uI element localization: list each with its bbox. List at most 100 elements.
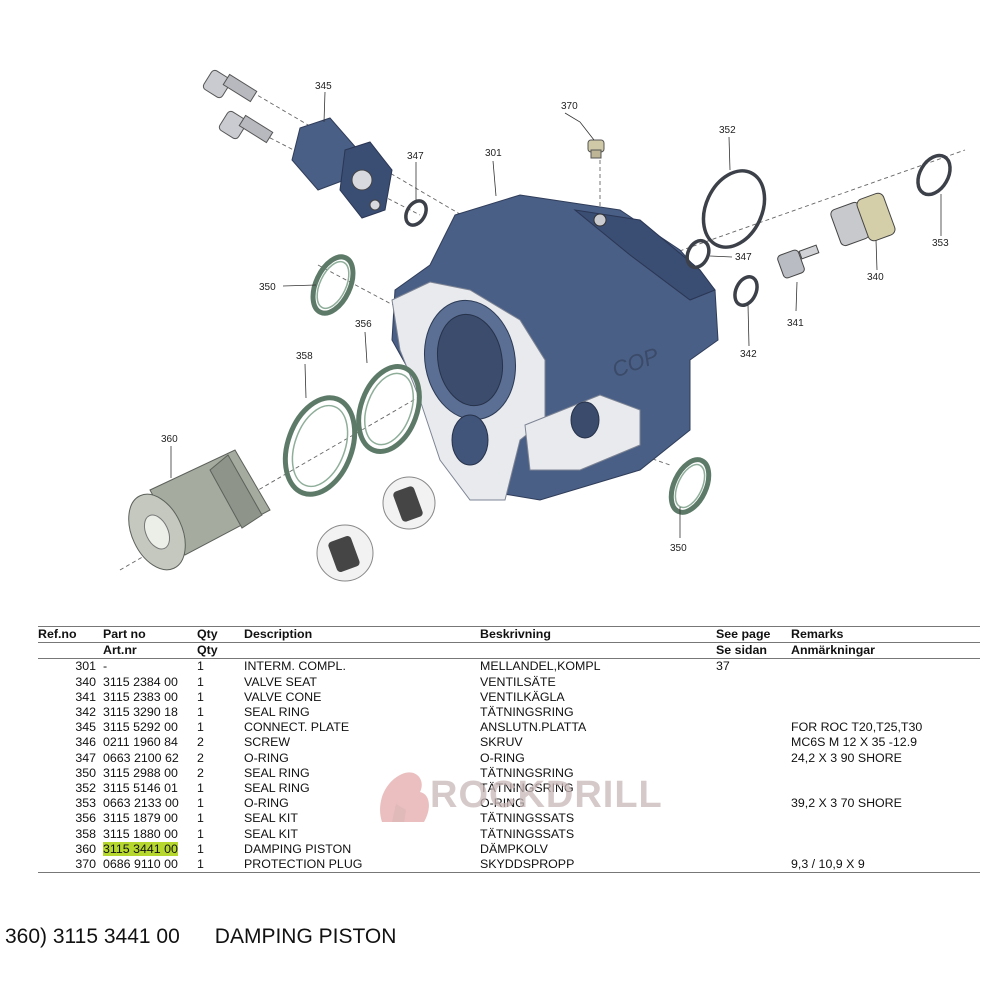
row-see-page bbox=[716, 690, 791, 705]
row-description: O-RING bbox=[244, 796, 289, 811]
header-se-sidan: Se sidan bbox=[716, 643, 767, 658]
row-qty: 1 bbox=[197, 720, 204, 735]
row-description: DAMPING PISTON bbox=[244, 841, 352, 856]
row-beskrivning: VENTILSÄTE bbox=[480, 674, 556, 689]
row-ref-no: 341 bbox=[75, 689, 96, 704]
watermark-lion-logo bbox=[380, 772, 429, 822]
callout-350: 350 bbox=[670, 543, 687, 554]
row-see-page bbox=[716, 720, 791, 735]
row-see-page bbox=[716, 751, 791, 766]
row-part-no: 3115 3441 00 bbox=[103, 841, 197, 857]
header-anmarkningar: Anmärkningar bbox=[791, 643, 875, 658]
row-see-page bbox=[716, 827, 791, 842]
callout-340: 340 bbox=[867, 272, 884, 283]
callout-347: 347 bbox=[735, 252, 752, 263]
o-ring-347-right bbox=[685, 238, 711, 270]
header-qty: Qty bbox=[197, 627, 218, 641]
row-remarks bbox=[791, 766, 980, 781]
header-part-no: Part no bbox=[103, 627, 146, 641]
row-description: SEAL KIT bbox=[244, 811, 298, 826]
row-remarks: 9,3 / 10,9 X 9 bbox=[791, 857, 865, 872]
callout-350: 350 bbox=[259, 282, 276, 293]
row-ref-no: 360 bbox=[75, 841, 96, 856]
row-part-no: 0211 1960 84 bbox=[103, 735, 178, 750]
row-beskrivning: TÄTNINGSRING bbox=[480, 705, 574, 720]
row-description: SEAL RING bbox=[244, 705, 310, 720]
selected-part-caption: 360) 3115 3441 00 DAMPING PISTON bbox=[5, 925, 397, 948]
row-part-no: - bbox=[103, 659, 108, 674]
seal-ring-350-lower bbox=[668, 457, 712, 515]
seal-ring-342 bbox=[733, 275, 759, 307]
row-part-no: 3115 5146 01 bbox=[103, 781, 178, 796]
row-remarks bbox=[791, 675, 980, 690]
table-row: 342 3115 3290 18 1 SEAL RING TÄTNINGSRING bbox=[38, 705, 980, 720]
row-qty: 1 bbox=[197, 689, 204, 704]
row-part-no: 3115 1879 00 bbox=[103, 811, 178, 826]
row-ref-no: 352 bbox=[75, 781, 96, 796]
o-ring-347-left bbox=[404, 199, 428, 227]
row-qty: 1 bbox=[197, 841, 204, 856]
parts-list-table: Ref.no Part no Qty Description Beskrivni… bbox=[38, 626, 980, 873]
row-qty: 2 bbox=[197, 750, 204, 765]
callout-leaders bbox=[170, 91, 942, 538]
row-beskrivning: MELLANDEL,KOMPL bbox=[480, 659, 601, 674]
row-remarks bbox=[791, 827, 980, 842]
highlighted-part-no: 3115 3441 00 bbox=[103, 841, 178, 856]
row-remarks bbox=[791, 690, 980, 705]
row-part-no: 0663 2133 00 bbox=[103, 796, 179, 811]
damping-piston-360 bbox=[128, 449, 271, 571]
table-header-row-secondary: Art.nr Qty Se sidan Anmärkningar bbox=[38, 642, 980, 659]
row-description: SEAL RING bbox=[244, 765, 310, 780]
row-ref-no: 350 bbox=[75, 765, 96, 780]
row-see-page bbox=[716, 811, 791, 826]
row-description: SEAL RING bbox=[244, 781, 310, 796]
row-qty: 1 bbox=[197, 811, 204, 826]
row-see-page bbox=[716, 781, 791, 796]
row-remarks bbox=[791, 842, 980, 857]
row-qty: 1 bbox=[197, 705, 204, 720]
row-remarks: FOR ROC T20,T25,T30 bbox=[791, 720, 923, 735]
table-header-row: Ref.no Part no Qty Description Beskrivni… bbox=[38, 626, 980, 643]
header-see-page: See page bbox=[716, 627, 771, 641]
row-qty: 1 bbox=[197, 826, 204, 841]
row-qty: 2 bbox=[197, 765, 204, 780]
exploded-view-drawing: COP bbox=[119, 69, 966, 582]
row-beskrivning: O-RING bbox=[480, 796, 525, 811]
seal-kit-356 bbox=[356, 364, 436, 530]
header-remarks: Remarks bbox=[791, 627, 844, 641]
row-part-no: 3115 3290 18 bbox=[103, 705, 178, 720]
screw-346-lower bbox=[218, 110, 274, 144]
connect-plate-345 bbox=[291, 117, 393, 219]
row-see-page bbox=[716, 705, 791, 720]
callout-356: 356 bbox=[355, 319, 372, 330]
callout-labels: 345 370 347 301 352 353 347 340 350 356 … bbox=[161, 81, 949, 554]
row-beskrivning: VENTILKÄGLA bbox=[480, 689, 565, 704]
row-qty: 1 bbox=[197, 796, 204, 811]
callout-353: 353 bbox=[932, 238, 949, 249]
o-ring-353 bbox=[916, 153, 952, 197]
row-qty: 1 bbox=[197, 857, 204, 872]
row-remarks bbox=[791, 781, 980, 796]
row-beskrivning: ANSLUTN.PLATTA bbox=[480, 720, 587, 735]
row-ref-no: 342 bbox=[75, 705, 96, 720]
row-see-page: 37 bbox=[716, 659, 730, 674]
row-qty: 1 bbox=[197, 781, 204, 796]
callout-370: 370 bbox=[561, 101, 578, 112]
row-ref-no: 345 bbox=[75, 720, 96, 735]
row-see-page bbox=[716, 766, 791, 781]
callout-345: 345 bbox=[315, 81, 332, 92]
row-beskrivning: TÄTNINGSSATS bbox=[480, 826, 575, 841]
row-part-no: 0686 9110 00 bbox=[103, 857, 178, 872]
row-ref-no: 356 bbox=[75, 811, 96, 826]
row-see-page bbox=[716, 842, 791, 857]
row-remarks: 39,2 X 3 70 SHORE bbox=[791, 796, 902, 811]
seal-ring-350-upper bbox=[310, 254, 356, 316]
row-see-page bbox=[716, 675, 791, 690]
